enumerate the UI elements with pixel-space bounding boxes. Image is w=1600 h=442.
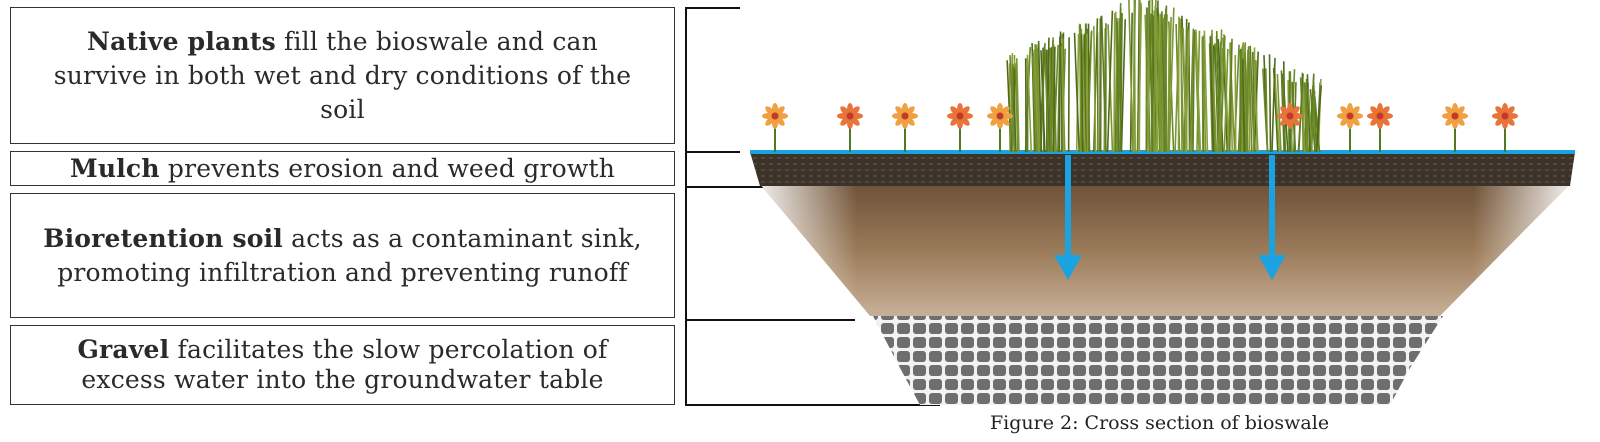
bioretention-soil-title: Bioretention soil	[43, 223, 283, 253]
gravel-layer	[873, 316, 1443, 405]
flower	[762, 103, 788, 152]
gravel-title: Gravel	[77, 335, 170, 364]
native-plants-title: Native plants	[87, 26, 276, 56]
native-plants-desc: fill the bioswale and can survive in bot…	[53, 26, 632, 124]
bracket-mulch-bottom	[685, 186, 770, 188]
mulch-title: Mulch	[69, 153, 160, 183]
bracket-gravel-top	[685, 319, 855, 321]
flower	[1277, 103, 1303, 152]
figure-caption: Figure 2: Cross section of bioswale	[990, 412, 1330, 434]
flower	[1337, 103, 1363, 152]
tall-grass	[1006, 0, 1323, 153]
bracket-top	[685, 7, 740, 9]
mulch-desc: prevents erosion and weed growth	[159, 153, 616, 183]
gravel-desc: facilitates the slow percolation of exce…	[81, 335, 608, 394]
bracket-mulch-top	[685, 151, 740, 153]
bracket-vertical	[685, 7, 687, 405]
native-flowers	[762, 103, 1518, 152]
flower	[947, 103, 973, 152]
flower	[1367, 103, 1393, 152]
gravel-label: Gravel facilitates the slow percolation …	[10, 325, 675, 405]
bracket-bottom	[685, 404, 940, 406]
bioretention-soil-label: Bioretention soil acts as a contaminant …	[10, 193, 675, 318]
water-infiltration-arrow	[1258, 155, 1286, 280]
mulch-label: Mulch prevents erosion and weed growth	[10, 151, 675, 186]
flower	[837, 103, 863, 152]
flower	[1442, 103, 1468, 152]
flower	[892, 103, 918, 152]
native-plants-label: Native plants fill the bioswale and can …	[10, 7, 675, 144]
water-infiltration-arrow	[1054, 155, 1082, 280]
mulch-layer	[750, 152, 1575, 186]
bioretention-soil-desc: acts as a contaminant sink, promoting in…	[57, 223, 642, 287]
flower	[1492, 103, 1518, 152]
flower	[987, 103, 1013, 152]
